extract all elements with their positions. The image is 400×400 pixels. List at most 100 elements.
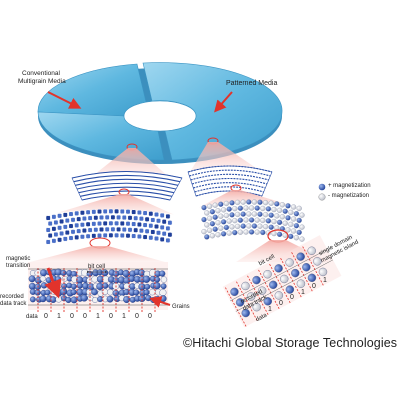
magnetic-island <box>274 291 284 300</box>
grain <box>138 216 144 222</box>
grain <box>116 214 122 220</box>
grain <box>142 275 151 283</box>
magnetic-island-dot <box>285 227 291 233</box>
magnetic-island-dot <box>262 211 269 218</box>
magnetic-island-dot <box>285 215 291 221</box>
track-edge <box>230 249 328 302</box>
left-zoom-beam-2 <box>50 194 175 215</box>
magnetic-island <box>269 280 278 290</box>
bit-boundary-line <box>236 281 258 321</box>
magnetic-island-dot <box>212 202 218 208</box>
magnetic-island-dot <box>260 205 266 212</box>
magnetic-island <box>302 263 311 272</box>
grain <box>64 218 70 224</box>
magnetic-island-dot <box>240 223 246 229</box>
grain <box>121 226 127 233</box>
grain <box>79 210 85 216</box>
grain <box>87 227 93 233</box>
magnetic-island-dot <box>296 205 302 212</box>
magnetic-island-dot <box>296 229 302 236</box>
magnetic-island <box>252 275 261 285</box>
grain <box>79 234 85 240</box>
magnetic-island-dot <box>215 220 221 226</box>
grain <box>62 224 68 230</box>
magnetic-island-dot <box>223 200 230 207</box>
grain <box>114 208 120 214</box>
magnetic-island-dot <box>209 233 216 239</box>
magnetic-island-dot <box>290 204 297 210</box>
grain <box>85 221 91 227</box>
grain <box>59 230 65 237</box>
grain <box>160 276 168 283</box>
grain <box>119 208 125 215</box>
data-bit-right: 1 <box>301 288 305 296</box>
magnetic-island-dot <box>243 205 249 211</box>
grain <box>136 233 142 240</box>
grain <box>80 294 88 302</box>
grain <box>53 219 59 226</box>
grain <box>142 222 148 228</box>
grain <box>127 215 133 221</box>
grain <box>125 221 131 227</box>
grain <box>104 226 110 232</box>
grain <box>138 228 144 234</box>
magnetic-island <box>291 268 300 278</box>
magnetic-island <box>307 246 316 255</box>
bit-boundary-line <box>258 269 280 310</box>
magnetic-island-dot <box>279 214 286 220</box>
grain <box>61 275 68 282</box>
grains-label: Grains <box>172 304 190 310</box>
magnetic-island-dot <box>276 219 283 225</box>
magnetic-island <box>263 297 273 306</box>
magnetic-island <box>235 298 245 307</box>
grain <box>153 282 161 290</box>
patterned-arrow <box>214 91 233 113</box>
magnetic-island <box>274 264 283 273</box>
data-bit-left: 0 <box>83 313 87 320</box>
grain <box>99 214 104 221</box>
magnetic-island-dot <box>229 212 235 218</box>
magnetic-island-dot <box>271 206 277 213</box>
magnetic-island-dot <box>290 228 297 234</box>
transition-arrow <box>44 267 62 299</box>
grain <box>131 221 137 227</box>
data-bit-left: 1 <box>122 313 126 320</box>
track-line <box>73 174 181 183</box>
magnetic-island <box>241 281 250 291</box>
grain <box>150 229 156 235</box>
grain <box>150 217 156 223</box>
grain <box>110 214 116 220</box>
grain <box>93 215 99 221</box>
magnetic-island-dot <box>254 229 260 235</box>
grain <box>142 210 148 216</box>
right-island-band <box>196 199 305 248</box>
magnetic-island-dot <box>299 224 305 230</box>
magnetic-island-dot <box>246 223 252 229</box>
grain <box>45 239 51 245</box>
grain <box>167 232 173 238</box>
grain <box>149 288 156 296</box>
magnetic-island-dot <box>212 214 218 220</box>
conventional-arrow <box>47 91 82 109</box>
track-line <box>187 165 273 173</box>
magnetic-island-dot <box>201 204 207 211</box>
grain <box>102 232 108 238</box>
magnetic-island-dot <box>229 224 235 230</box>
track-line <box>76 182 177 190</box>
bit-boundary-line <box>280 258 302 298</box>
magnetic-island-dot <box>260 217 266 224</box>
grain <box>97 233 102 239</box>
magnetic-island <box>241 308 250 318</box>
magnetic-island-dot <box>299 236 305 242</box>
transition-label: transition <box>6 263 31 269</box>
magnetic-island-dot <box>296 217 302 224</box>
magnetic-island <box>318 267 328 277</box>
grain <box>68 223 74 229</box>
grain <box>44 289 51 296</box>
magnetic-island <box>246 292 256 301</box>
bit-cell-left-label: bit cell <box>88 264 106 270</box>
magnetic-island-dot <box>204 222 210 228</box>
magnetic-island-dot <box>218 213 224 219</box>
magnetic-island <box>296 279 306 288</box>
grain <box>159 289 167 297</box>
